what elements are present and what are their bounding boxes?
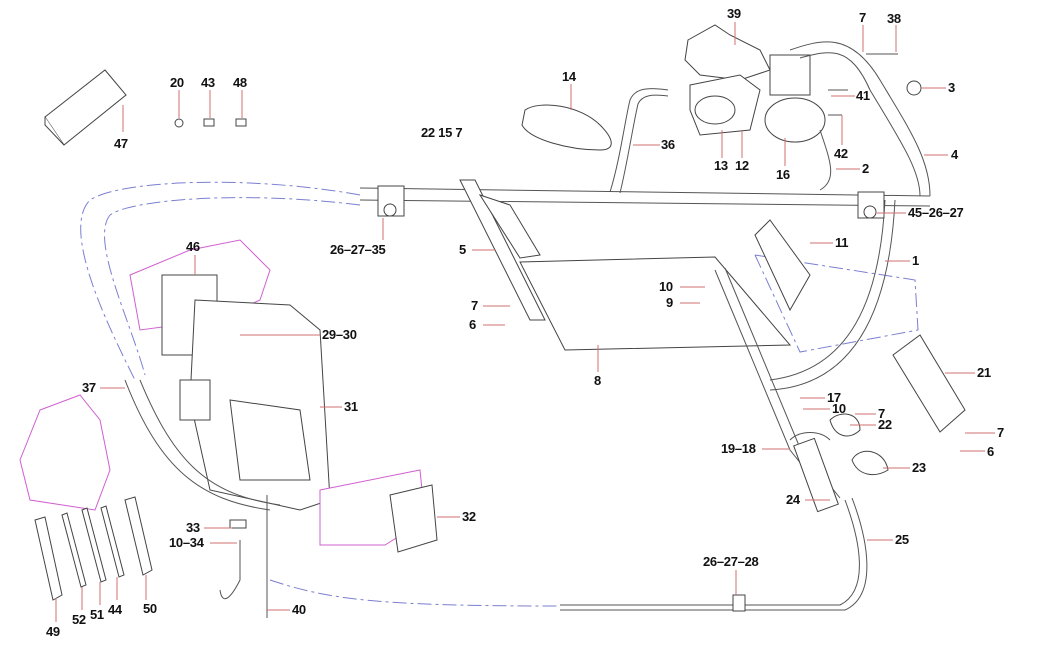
part-11-bracket — [754, 219, 811, 312]
left-duct-phantom — [19, 394, 111, 511]
part-23-bracket — [851, 450, 889, 476]
leader-lines — [55, 22, 995, 622]
hidden-pipe-route-right — [754, 254, 919, 353]
label-part-11: 11 — [835, 235, 849, 250]
part-43-pad — [203, 118, 215, 127]
label-part-50: 50 — [143, 601, 157, 616]
part-5-bracket — [459, 179, 546, 321]
label-part-14: 14 — [562, 69, 576, 84]
label-part-26-27-28: 26–27–28 — [703, 554, 759, 569]
compressor-assembly — [684, 24, 931, 197]
label-part-33: 33 — [186, 520, 200, 535]
label-part-6a: 6 — [469, 317, 476, 332]
part-44-frame — [100, 505, 125, 578]
label-part-12: 12 — [735, 158, 749, 173]
label-part-22b: 22 — [878, 417, 892, 432]
part-8-condenser — [519, 256, 792, 351]
label-part-32: 32 — [462, 509, 476, 524]
label-part-22-15-7: 22 15 7 — [421, 125, 463, 140]
heater-unit — [129, 239, 331, 511]
part-36-hose — [609, 88, 669, 193]
label-part-7c: 7 — [878, 406, 885, 421]
label-part-7b: 7 — [471, 298, 478, 313]
clamp-26-27-28 — [732, 594, 746, 612]
label-part-1: 1 — [912, 253, 919, 268]
label-part-19-18: 19–18 — [721, 441, 756, 456]
label-part-45-26-27: 45–26–27 — [908, 205, 964, 220]
label-part-16: 16 — [776, 167, 790, 182]
part-14-gasket — [521, 104, 612, 151]
part-36-hose-inner — [619, 94, 669, 194]
label-part-26-27-35: 26–27–35 — [330, 242, 386, 257]
part-20-grommet — [174, 118, 184, 128]
label-part-6b: 6 — [987, 444, 994, 459]
hidden-pipe-route-lower — [269, 579, 561, 607]
part-10-34-fitting — [219, 540, 241, 600]
label-part-21: 21 — [977, 365, 991, 380]
part-3-oring — [906, 80, 922, 96]
part-33-bracket — [229, 519, 247, 529]
label-part-7d: 7 — [997, 425, 1004, 440]
heater-pipes — [124, 379, 271, 511]
label-part-4: 4 — [951, 147, 958, 162]
label-part-7a: 7 — [859, 10, 866, 25]
part-1-pipe — [769, 199, 886, 381]
part-21-bracket — [892, 334, 966, 433]
label-part-25: 25 — [895, 532, 909, 547]
part-5-plate — [478, 194, 541, 259]
heater-pipes-2 — [139, 379, 281, 506]
label-part-10-34: 10–34 — [169, 535, 204, 550]
label-part-23: 23 — [912, 460, 926, 475]
label-part-49: 49 — [46, 624, 60, 639]
label-part-39: 39 — [727, 6, 741, 21]
pipe-main-bottom — [359, 199, 931, 207]
label-part-3: 3 — [948, 80, 955, 95]
pipe-main-top — [359, 187, 931, 197]
part-51-frame — [81, 507, 107, 583]
label-part-5: 5 — [459, 242, 466, 257]
part-25-pipe — [560, 499, 860, 606]
part-48-pad — [235, 118, 247, 127]
part-1-pipe-inner — [769, 199, 896, 391]
label-part-47: 47 — [114, 136, 128, 151]
label-part-29-30: 29–30 — [322, 327, 357, 342]
label-part-8: 8 — [594, 373, 601, 388]
part-52-frame — [61, 512, 87, 588]
label-part-38: 38 — [887, 11, 901, 26]
label-part-48: 48 — [233, 75, 247, 90]
clamp-bolt-right — [863, 205, 877, 219]
label-part-42: 42 — [834, 146, 848, 161]
label-part-36: 36 — [661, 137, 675, 152]
label-part-40: 40 — [292, 602, 306, 617]
label-part-20: 20 — [170, 75, 184, 90]
part-49-grille — [34, 516, 63, 601]
clamp-bolt-left — [383, 203, 397, 217]
label-part-44: 44 — [108, 602, 122, 617]
label-part-9: 9 — [666, 295, 673, 310]
part-22-bracket — [829, 413, 861, 437]
label-part-41: 41 — [856, 88, 870, 103]
label-part-10a: 10 — [659, 279, 673, 294]
part-24-receiver-drier — [793, 437, 839, 513]
label-part-46: 46 — [186, 239, 200, 254]
label-part-13: 13 — [714, 158, 728, 173]
label-part-24: 24 — [786, 492, 800, 507]
part-32-filter — [389, 484, 438, 553]
label-part-31: 31 — [344, 399, 358, 414]
hidden-pipe-route-mid — [104, 197, 361, 376]
part-25-pipe-inner — [560, 497, 868, 611]
part-47-foam-block — [44, 69, 127, 146]
label-part-2: 2 — [862, 161, 869, 176]
label-part-37: 37 — [82, 380, 96, 395]
label-part-52: 52 — [72, 612, 86, 627]
part-19-18-pipe — [789, 432, 831, 441]
label-part-51: 51 — [90, 607, 104, 622]
label-part-17: 17 — [827, 390, 841, 405]
part-50-housing — [124, 496, 153, 576]
label-part-43: 43 — [201, 75, 215, 90]
label-part-10b: 10 — [832, 401, 846, 416]
